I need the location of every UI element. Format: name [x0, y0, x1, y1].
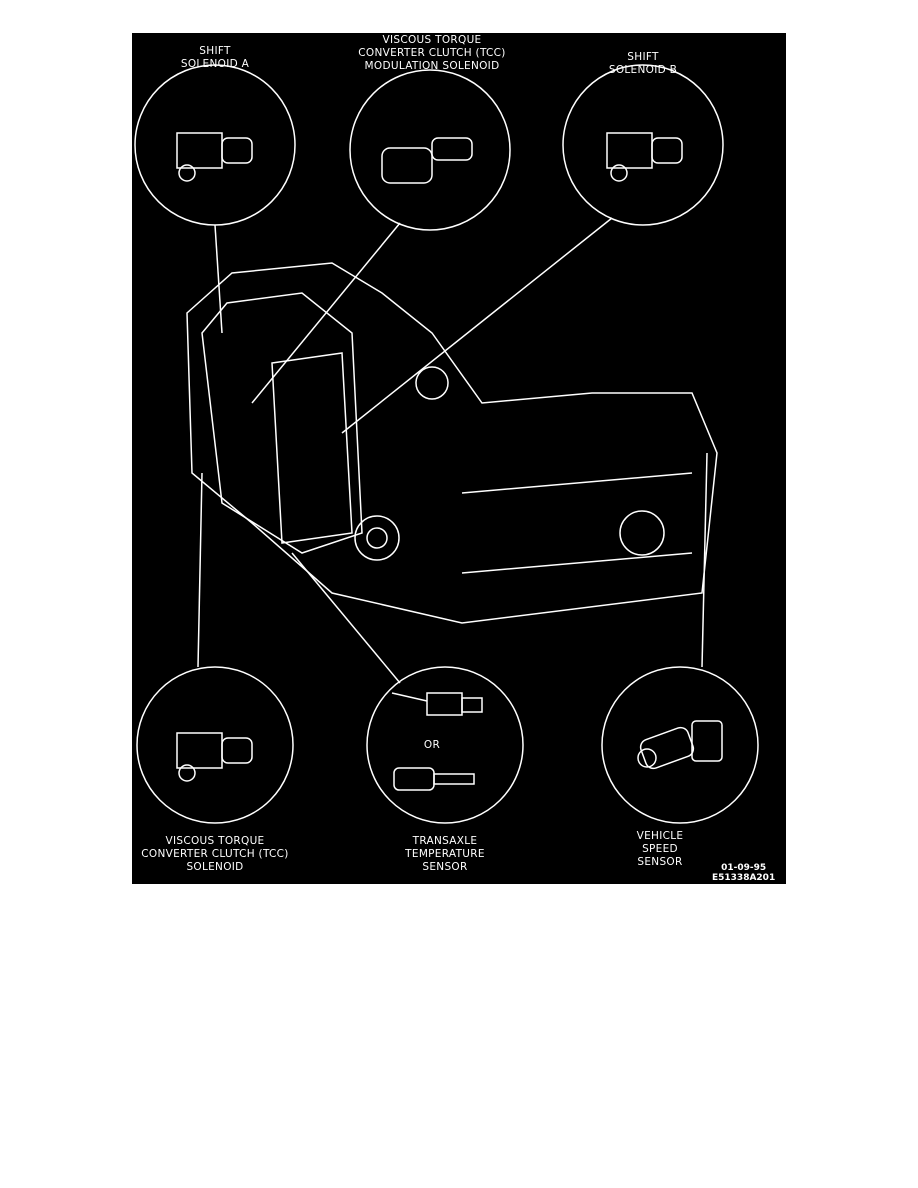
label-line: SHIFT	[199, 45, 231, 57]
label-line: SENSOR	[422, 861, 468, 873]
solenoid-a-icon	[176, 132, 253, 182]
callout-shift-solenoid-a	[134, 64, 296, 226]
label-shift-solenoid-a: SHIFT SOLENOID A	[115, 45, 315, 71]
label-line: SOLENOID A	[180, 58, 250, 70]
vehicle-speed-sensor-icon	[637, 720, 723, 770]
label-line: CONVERTER CLUTCH (TCC)	[358, 47, 506, 59]
label-tcc-solenoid: VISCOUS TORQUE CONVERTER CLUTCH (TCC) SO…	[115, 835, 315, 874]
callout-temperature-sensor	[366, 666, 524, 824]
temperature-sensor-icon	[391, 692, 483, 791]
callout-tcc-solenoid	[136, 666, 294, 824]
tcc-mod-solenoid-icon	[381, 137, 473, 184]
label-line: VISCOUS TORQUE	[165, 835, 265, 847]
label-vehicle-speed-sensor: VEHICLE SPEED SENSOR	[560, 830, 760, 869]
transaxle-body	[186, 262, 718, 624]
label-line: SOLENOID B	[608, 64, 678, 76]
callout-shift-solenoid-b	[562, 64, 724, 226]
label-line: MODULATION SOLENOID	[364, 60, 500, 72]
figure-date: 01-09-95	[721, 863, 767, 873]
or-label: OR	[423, 739, 441, 751]
figure-id: E51338A201	[712, 873, 776, 883]
label-tcc-modulation-solenoid: VISCOUS TORQUE CONVERTER CLUTCH (TCC) MO…	[332, 34, 532, 73]
label-line: TRANSAXLE	[412, 835, 478, 847]
label-shift-solenoid-b: SHIFT SOLENOID B	[543, 51, 743, 77]
tcc-solenoid-icon	[176, 732, 253, 782]
label-line: TEMPERATURE	[405, 848, 485, 860]
label-line: SHIFT	[627, 51, 659, 63]
label-line: SOLENOID	[186, 861, 244, 873]
figure-code: 01-09-95 E51338A201	[712, 863, 775, 883]
label-temperature-sensor: TRANSAXLE TEMPERATURE SENSOR	[345, 835, 545, 874]
label-line: SENSOR	[637, 856, 683, 868]
label-line: VISCOUS TORQUE	[382, 34, 482, 46]
label-line: CONVERTER CLUTCH (TCC)	[141, 848, 289, 860]
transaxle-illustration	[134, 64, 759, 824]
solenoid-b-icon	[606, 132, 683, 182]
label-line: VEHICLE	[636, 830, 684, 842]
callout-vehicle-speed-sensor	[601, 666, 759, 824]
callout-tcc-modulation-solenoid	[349, 69, 511, 231]
diagram-panel: SHIFT SOLENOID A VISCOUS TORQUE CONVERTE…	[132, 33, 786, 884]
label-line: SPEED	[642, 843, 678, 855]
